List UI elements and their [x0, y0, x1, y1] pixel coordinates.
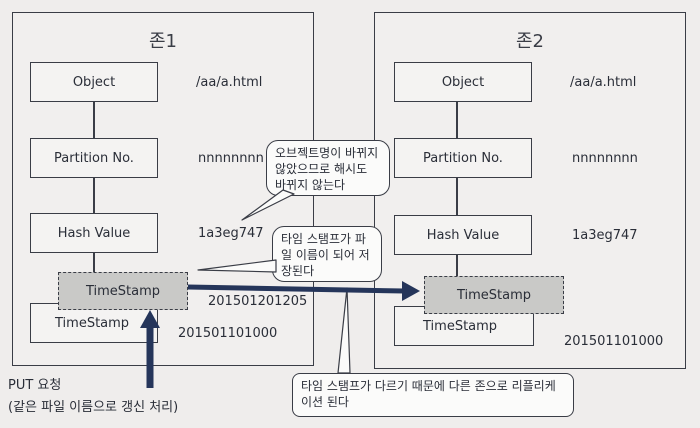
callout-replication: 타임 스탬프가 다르기 때문에 다른 존으로 리플리케이션 된다 — [292, 373, 574, 417]
zone-2-hash-box: Hash Value — [394, 215, 532, 255]
zone-2-object-value: /aa/a.html — [570, 75, 637, 90]
zone-1-timestamp-new-box: TimeStamp — [58, 272, 188, 310]
callout-replication-tail — [337, 287, 351, 374]
zone-1-partition-value: nnnnnnnn — [198, 151, 264, 166]
zone-1-connector-line — [93, 100, 95, 310]
zone-1-object-box: Object — [30, 62, 158, 102]
put-request-label: PUT 요청 — [8, 378, 62, 393]
callout-timestamp-saved: 타임 스탬프가 파일 이름이 되어 저장된다 — [272, 226, 382, 282]
zone-1-object-value: /aa/a.html — [196, 75, 263, 90]
put-request-description: (같은 파일 이름으로 갱신 처리) — [8, 400, 179, 415]
zone-2-hash-value: 1a3eg747 — [572, 228, 638, 243]
zone-2-timestamp-old-value: 201501101000 — [564, 334, 664, 349]
zone-2-timestamp-new-box: TimeStamp — [424, 276, 564, 314]
zone-1-timestamp-new-value: 201501201205 — [208, 294, 308, 309]
zone-1-title: 존1 — [148, 31, 177, 52]
zone-2-connector-line — [456, 100, 458, 312]
zone-1-timestamp-old-value: 201501101000 — [178, 326, 278, 341]
zone-1-hash-value: 1a3eg747 — [198, 226, 264, 241]
zone-2-partition-value: nnnnnnnn — [572, 151, 638, 166]
zone-1-partition-box: Partition No. — [30, 138, 158, 178]
callout-replication-text: 타임 스탬프가 다르기 때문에 다른 존으로 리플리케이션 된다 — [301, 379, 556, 409]
callout-timestamp-saved-text: 타임 스탬프가 파일 이름이 되어 저장된다 — [281, 232, 370, 278]
zone-1-hash-box: Hash Value — [30, 213, 158, 253]
callout-hash-unchanged-text: 오브젝트명이 바뀌지 않았으므로 해시도 바뀌지 않는다 — [275, 146, 379, 192]
zone-2-partition-box: Partition No. — [394, 138, 532, 178]
callout-hash-unchanged: 오브젝트명이 바뀌지 않았으므로 해시도 바뀌지 않는다 — [266, 140, 390, 196]
zone-2-title: 존2 — [515, 31, 544, 52]
zone-2-object-box: Object — [394, 62, 532, 102]
